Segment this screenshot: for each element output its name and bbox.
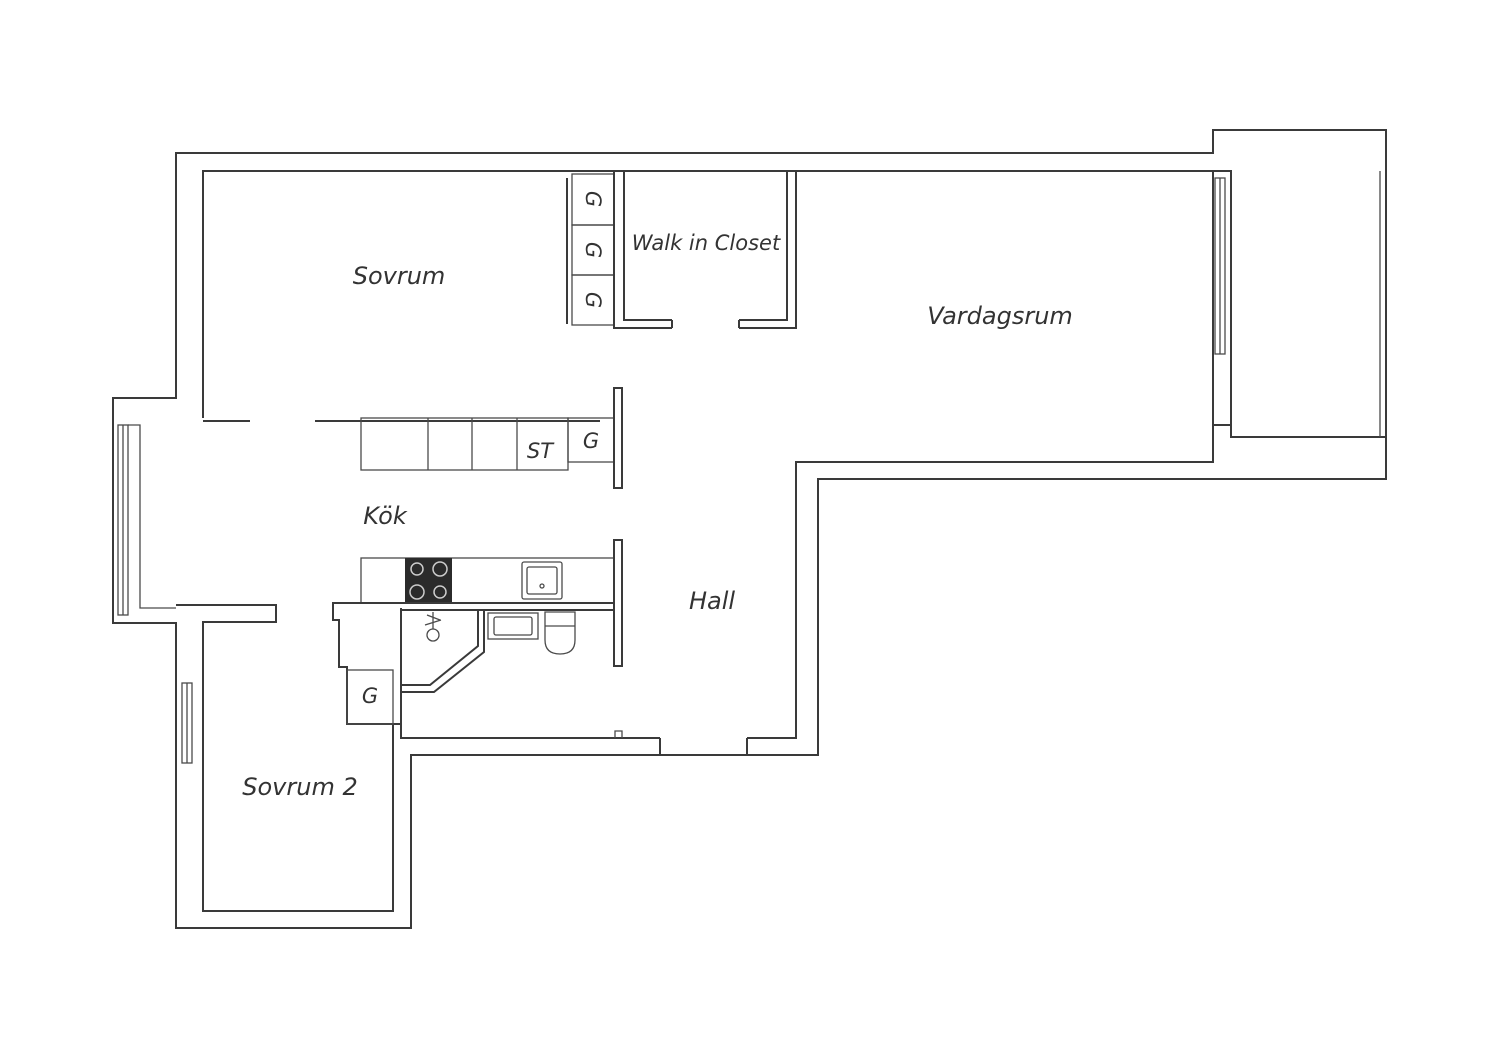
wardrobe-mark-2: G bbox=[581, 242, 605, 258]
stove-burner-2 bbox=[432, 561, 448, 577]
closet-wall-left bbox=[613, 171, 672, 329]
wardrobe-mark-1: G bbox=[581, 191, 605, 207]
balcony-frame bbox=[1213, 170, 1386, 438]
room-label-sovrum2: Sovrum 2 bbox=[242, 773, 357, 801]
room-label-hall: Hall bbox=[689, 587, 735, 615]
wardrobe-sovrum2-mark: G bbox=[362, 684, 378, 708]
wall-stub-hall bbox=[614, 730, 623, 738]
room-label-vardagsrum: Vardagsrum bbox=[927, 302, 1073, 330]
shower-fixture bbox=[424, 612, 442, 629]
shower-head bbox=[426, 628, 440, 642]
wardrobe-mark-3: G bbox=[581, 292, 605, 308]
partition-kok-upper bbox=[613, 387, 623, 489]
counter-lower bbox=[360, 557, 615, 604]
stove-burner-1 bbox=[410, 562, 424, 576]
closet-wall-right-inner bbox=[739, 171, 788, 321]
closet-wall-right bbox=[739, 171, 797, 329]
outer-wall bbox=[112, 129, 1387, 929]
room-label-kok: Kök bbox=[363, 502, 408, 530]
room-label-sovrum: Sovrum bbox=[353, 262, 446, 290]
window-kok-sill bbox=[128, 424, 176, 609]
kitchen-sink bbox=[521, 561, 563, 600]
inner-wall bbox=[202, 170, 1214, 739]
bathroom-sink-basin bbox=[493, 616, 533, 636]
toilet bbox=[544, 611, 576, 655]
wardrobe-sovrum2 bbox=[346, 669, 394, 725]
room-label-walk-in-closet: Walk in Closet bbox=[632, 231, 781, 255]
closet-wall-left-inner bbox=[623, 171, 672, 321]
kitchen-sink-drain bbox=[539, 583, 545, 589]
bathroom-sink bbox=[487, 612, 539, 640]
stove-burner-3 bbox=[409, 584, 425, 600]
shower bbox=[401, 610, 485, 693]
stadskap-mark: ST bbox=[527, 439, 555, 463]
partition-kok-lower bbox=[613, 539, 623, 667]
inner-wall-sovrum2 bbox=[176, 604, 394, 912]
wardrobe-kok-mark: G bbox=[583, 429, 599, 453]
kitchen-sink-basin bbox=[526, 566, 558, 595]
stove-burner-4 bbox=[433, 585, 447, 599]
